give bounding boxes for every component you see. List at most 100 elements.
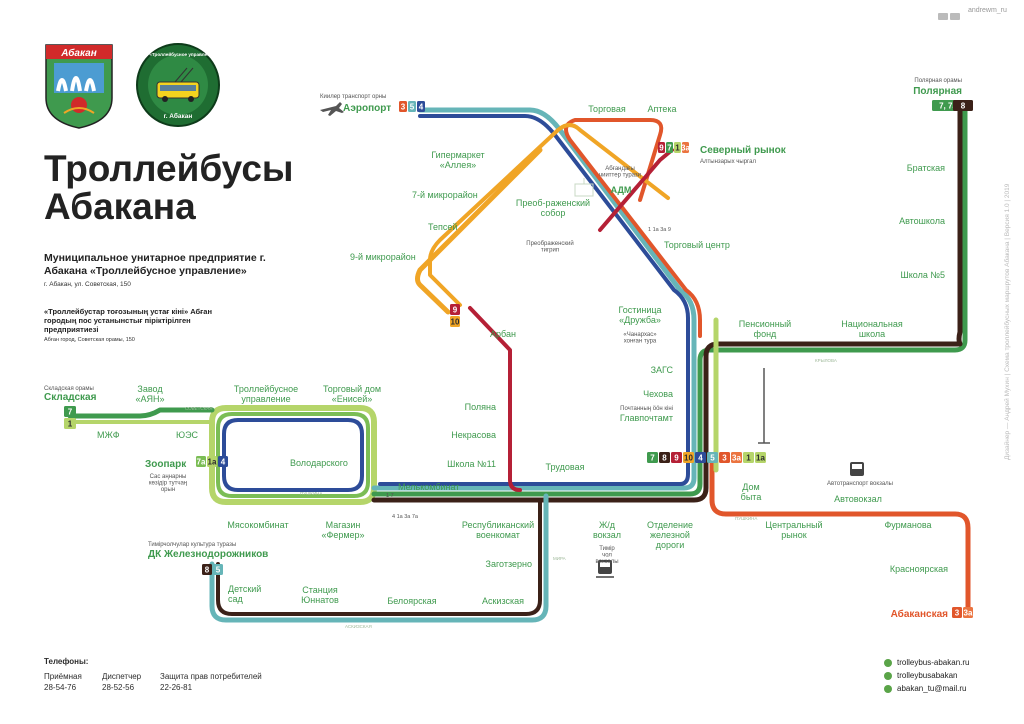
badge-route-3а: [682, 142, 689, 153]
badge-route-label: 1а: [208, 458, 217, 467]
note-mel-note: 1 7: [386, 493, 394, 499]
stop-dk: ДК Железнодорожников: [148, 549, 268, 560]
badge-route-1а: [755, 452, 766, 463]
badge-route-label: 8: [662, 454, 667, 463]
stop-nekrasova: Некрасова: [451, 430, 496, 440]
airplane-icon: [320, 102, 344, 116]
route-1-west-loop: [209, 405, 377, 505]
stop-severny: Северный рынок: [700, 145, 787, 156]
social-icons: [938, 7, 964, 20]
badge-route-label: 9: [453, 306, 458, 315]
stop-labels: Киилер транспорт орныАэропортГипермаркет…: [44, 78, 962, 620]
badge-route-label: 4: [419, 103, 424, 112]
badge-route-label: 9: [674, 454, 679, 463]
badge-route-8: [953, 100, 973, 111]
stop-skladskaya: Складская: [44, 392, 97, 403]
badge-route-label: 3: [955, 609, 960, 618]
bus-icon: [850, 462, 864, 476]
stop-apteka: Аптека: [647, 104, 676, 114]
stop-avtoshkola: Автошкола: [899, 216, 945, 226]
phone-reception: Приёмная 28-54-76: [44, 671, 82, 693]
badge-route-7: [666, 142, 673, 153]
stop-eniseyi: Торговый дом«Енисей»: [323, 384, 381, 404]
badge-route-7: [647, 452, 658, 463]
route-10-mkr: [415, 147, 543, 315]
route-lines: [67, 105, 971, 623]
stop-askizskaya: Аскизская: [482, 596, 524, 606]
stop-arban: Арбан: [490, 329, 516, 339]
phone-reception-label: Приёмная: [44, 672, 82, 681]
contact-mail[interactable]: abakan_tu@mail.ru: [897, 684, 967, 693]
author-handle: andrewm_ru: [968, 7, 1007, 14]
street-pushkina-west: ПУШКИНА: [300, 491, 322, 496]
badge-route-5: [707, 452, 718, 463]
route-7-trunk: [371, 105, 968, 497]
route-5-south: [209, 493, 549, 623]
stop-severny-kh: Алтынзарых чыргал: [700, 159, 756, 165]
route-4-north: [378, 114, 690, 486]
badge-route-label: 1: [675, 144, 680, 153]
stop-melkombinat: Мелькомбинат: [398, 482, 459, 492]
stop-chekhova: Чехова: [643, 389, 673, 399]
stop-myasokombinat: Мясокомбинат: [227, 520, 288, 530]
stop-abakanskaya: Абаканская: [891, 608, 949, 620]
badge-route-label: 7: [650, 454, 655, 463]
route-3-east: [709, 457, 971, 615]
badge-route-8: [202, 564, 212, 575]
stop-mkr9: 9-й микрорайон: [350, 252, 416, 262]
route-8-trunk: [371, 105, 963, 503]
badge-route-4: [218, 456, 228, 467]
badge-route-label: 1а: [756, 454, 765, 463]
note-fermer-note: 4 1а 3а 7а: [392, 514, 419, 520]
emblem-bottom-label: г. Абакан: [164, 112, 193, 120]
org-name: Муниципальное унитарное предприятие г. А…: [44, 252, 266, 277]
phone-dispatcher-number: 28-52-56: [102, 683, 135, 692]
map-title-line2: Абакана: [44, 186, 196, 227]
badge-route-3: [399, 101, 407, 112]
badge-route-1: [674, 142, 681, 153]
stop-shkola5: Школа №5: [900, 270, 945, 280]
badge-route-10: [683, 452, 694, 463]
org-address-khakas: Абған город, Советская орамы, 150: [44, 337, 135, 343]
stop-tc: Торговый центр: [664, 240, 730, 250]
stop-dk-kh: Тимірчолчулар культура туразы: [148, 542, 236, 548]
stop-tepsey: Тепсей: [428, 222, 457, 232]
stop-trudovaya: Трудовая: [546, 462, 585, 472]
badge-route-9: [671, 452, 682, 463]
stop-adm: АДМ: [611, 185, 632, 195]
badge-route-label: 1: [68, 420, 73, 429]
badge-route-label: 4: [698, 454, 703, 463]
stop-krasnoyarskaya: Красноярская: [890, 564, 948, 574]
badge-route-5: [408, 101, 416, 112]
stop-gipermarket: Гипермаркет«Аллея»: [431, 150, 484, 170]
badge-route-label: 8: [205, 566, 210, 575]
badge-route-9: [658, 142, 665, 153]
stop-fermer: Магазин«Фермер»: [321, 520, 364, 540]
route-9-severny: [598, 148, 674, 232]
trolleybus-company-emblem: г. Абакан МУП «Троллейбусное управление»: [136, 43, 220, 127]
contact-vk[interactable]: trolleybusabakan: [897, 671, 958, 680]
city-coat-label: Абакан: [60, 47, 97, 59]
badge-route-label: 7, 7а: [939, 102, 957, 111]
street-krylova: КРЫЛОВА: [815, 358, 837, 363]
badge-route-3а: [963, 607, 973, 618]
vk-icon: [884, 672, 892, 680]
badge-route-label: 3: [722, 454, 727, 463]
badge-route-10: [450, 316, 460, 327]
contact-site[interactable]: trolleybus-abakan.ru: [897, 658, 970, 667]
badge-route-label: 5: [410, 103, 415, 112]
stop-mkr7: 7-й микрорайон: [412, 190, 478, 200]
stop-zoopark: Зоопарк: [145, 459, 187, 470]
badge-route-label: 4: [221, 458, 226, 467]
badge-route-label: 1: [746, 454, 751, 463]
stop-avtovokzal-kh: Автотранспорт вокзалы: [827, 481, 893, 487]
stop-yues: ЮЭС: [176, 430, 199, 440]
